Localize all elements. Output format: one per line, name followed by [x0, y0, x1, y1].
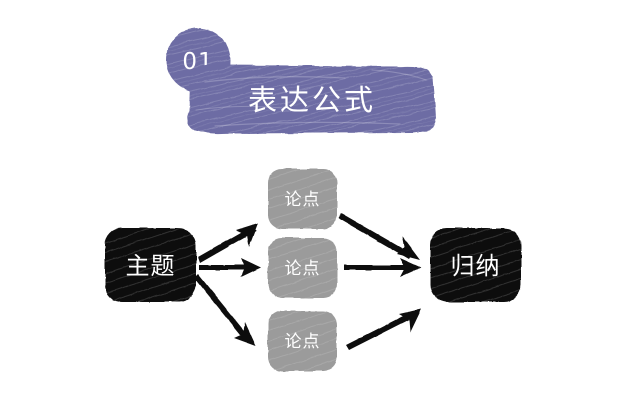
- arrow-layer: [194, 213, 421, 350]
- node-point-bot[interactable]: 论点: [268, 311, 337, 371]
- node-point-mid-label: 论点: [285, 259, 321, 279]
- banner-title: 表达公式: [248, 83, 376, 117]
- flow-diagram-graphic: 主题 论点 论点: [105, 169, 521, 371]
- edge-topic-to-point-mid: [199, 258, 261, 277]
- header-banner: 01 表达公式: [0, 0, 640, 155]
- flow-diagram: 主题 论点 论点: [0, 150, 640, 400]
- node-point-top-label: 论点: [285, 190, 321, 210]
- edge-point-top-to-summary: [338, 213, 420, 260]
- banner-shape: 表达公式: [188, 65, 437, 135]
- edge-topic-to-point-bot: [194, 274, 256, 346]
- header-banner-graphic: 01 表达公式: [166, 28, 437, 135]
- node-topic-label: 主题: [126, 252, 176, 280]
- node-topic[interactable]: 主题: [105, 228, 196, 302]
- node-summary-label: 归纳: [451, 252, 501, 280]
- edge-point-mid-to-summary: [344, 258, 421, 277]
- node-point-mid[interactable]: 论点: [268, 238, 337, 298]
- node-summary[interactable]: 归纳: [430, 228, 521, 302]
- edge-topic-to-point-top: [198, 223, 258, 263]
- edge-point-bot-to-summary: [346, 309, 421, 350]
- node-point-top[interactable]: 论点: [268, 169, 337, 229]
- node-point-bot-label: 论点: [285, 332, 321, 352]
